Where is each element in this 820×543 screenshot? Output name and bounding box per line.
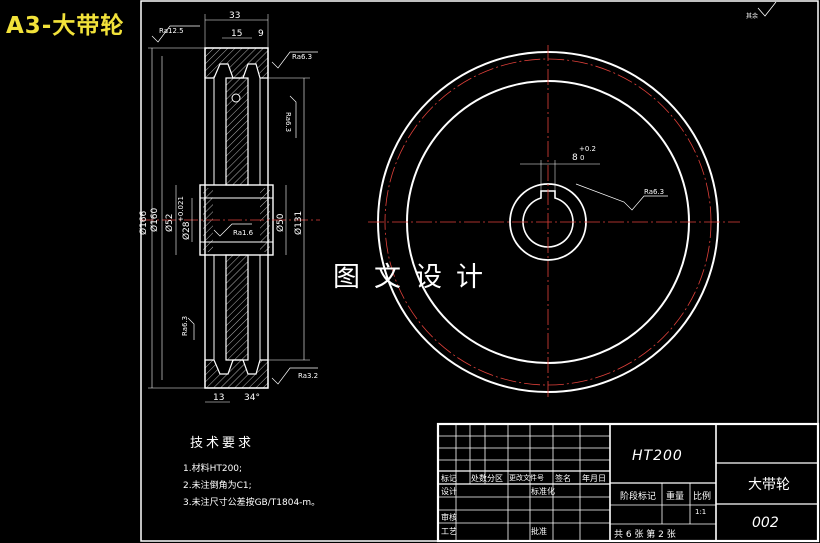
label-tol28: +0.021	[177, 196, 185, 222]
tb-label-change-doc: 更改文件号	[509, 474, 544, 482]
drawing-number: 002	[752, 515, 779, 531]
section-view: Ø166 Ø160 Ø52 +0.021 Ø28 Ø50 Ø131 33 15 …	[138, 11, 320, 403]
tb-label-stage-mark: 阶段标记	[620, 492, 657, 502]
tb-label-mark: 标记	[441, 474, 457, 483]
corner-roughness-icon	[757, 1, 777, 17]
part-name: 大带轮	[748, 477, 790, 493]
tb-label-scale: 比例	[693, 492, 712, 502]
rim-lower-hatch	[204, 359, 269, 389]
label-ra-6: Ra3.2	[298, 372, 318, 380]
roughness-symbol-6	[271, 367, 318, 385]
label-d131: Ø131	[293, 211, 304, 235]
relief-hole	[231, 93, 241, 103]
drawing-title: A3-大带轮	[6, 13, 125, 39]
label-ra-5: Ra6.3	[181, 316, 189, 336]
label-keyway-tol-low: 0	[580, 154, 584, 162]
front-roughness-symbol	[575, 183, 668, 211]
label-keyway-tol-up: +0.2	[579, 145, 596, 153]
tb-label-process: 工艺	[441, 527, 457, 536]
material-value: HT200	[632, 448, 683, 464]
label-d50: Ø50	[275, 213, 286, 232]
web-lower	[225, 254, 249, 361]
title-block	[436, 422, 820, 543]
label-front-ra: Ra6.3	[644, 188, 664, 196]
label-13: 13	[213, 393, 224, 403]
tech-requirement-item: 2.未注倒角为C1;	[183, 481, 252, 491]
label-keyway: 8	[572, 153, 578, 163]
roughness-symbol-3	[289, 95, 297, 138]
title-block-frame	[436, 422, 820, 543]
roughness-symbol-4	[213, 223, 252, 237]
label-34deg: 34°	[244, 393, 260, 403]
corner-mark-label: 其余	[746, 12, 758, 20]
label-d160: Ø160	[149, 207, 160, 232]
hub-hatch-right	[260, 188, 270, 252]
rim-upper-hatch	[204, 47, 269, 79]
label-d28: Ø28	[181, 221, 192, 240]
roughness-symbol-5	[187, 317, 195, 340]
tb-label-standard: 标准化	[531, 487, 555, 496]
bore-with-keyway	[522, 190, 574, 248]
tb-scale-value: 1:1	[695, 508, 707, 516]
tech-requirement-item: 1.材料HT200;	[183, 464, 243, 474]
tb-label-design: 设计	[441, 487, 457, 496]
label-d52: Ø52	[164, 213, 175, 232]
tb-label-zone: 分区	[487, 474, 503, 483]
label-15: 15	[231, 29, 242, 39]
tb-label-count: 处数	[471, 474, 487, 483]
label-ra-4: Ra1.6	[233, 229, 254, 237]
front-view: 8 +0.2 0 Ra6.3	[368, 45, 740, 400]
tb-sheets: 共 6 张 第 2 张	[614, 530, 676, 540]
tech-requirement-item: 3.未注尺寸公差按GB/T1804-m。	[183, 498, 321, 508]
watermark-text: 图文设计	[333, 262, 497, 293]
label-ra-2: Ra6.3	[292, 53, 312, 61]
tech-requirements-title: 技术要求	[190, 436, 255, 451]
roughness-symbol-2	[271, 51, 318, 69]
tb-label-approve: 批准	[531, 527, 547, 536]
label-9: 9	[258, 29, 264, 39]
tb-label-sign: 签名	[555, 474, 571, 483]
tb-label-date: 年月日	[582, 474, 606, 483]
label-ra-1: Ra12.5	[159, 27, 184, 35]
label-33: 33	[229, 11, 240, 21]
tb-label-weight: 重量	[666, 492, 685, 502]
tb-label-review: 审核	[441, 513, 457, 522]
roughness-symbol-1	[151, 25, 200, 43]
label-ra-3: Ra6.3	[284, 112, 292, 132]
label-d166: Ø166	[138, 210, 149, 235]
